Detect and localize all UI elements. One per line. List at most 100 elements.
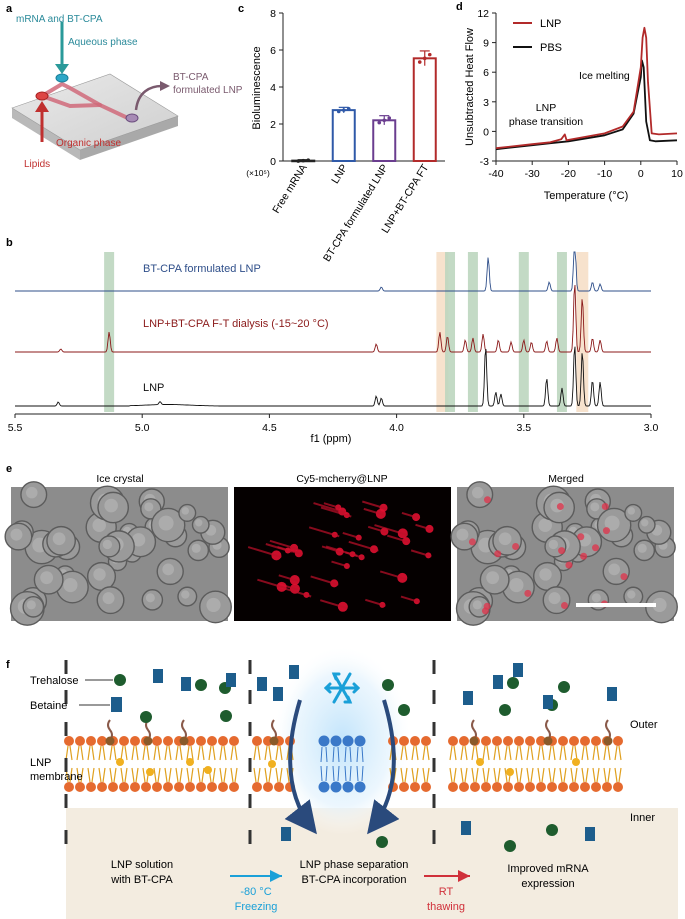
f-lipid-tail [475, 745, 479, 761]
e-cy5-signal-line [323, 502, 342, 510]
e-ice-cell-highlight [456, 528, 469, 541]
e-ice-cell-highlight [52, 532, 66, 546]
f-lipid-tail [415, 767, 419, 783]
panel-letter-c: c [238, 3, 244, 15]
f-trehalose [504, 840, 516, 852]
e-merged-red-spot [561, 601, 569, 609]
f-lipid-tail [449, 767, 453, 783]
f-lipid-tail [422, 767, 426, 783]
f-peg-lipid-head [105, 736, 115, 746]
c-y-unit: (×10⁵) [246, 168, 270, 178]
f-lipid-tail [400, 745, 404, 761]
f-separated-tail [337, 746, 340, 763]
e-merged-red-spot [620, 573, 628, 581]
f-separated-lipid-head [342, 781, 354, 793]
e-ice-cell-highlight [641, 519, 649, 527]
f-lipid-head [492, 736, 502, 746]
f-lipid-tail [426, 767, 430, 783]
f-lipid-tail [120, 767, 124, 783]
f-cholesterol [204, 766, 212, 774]
f-lipid-tail [219, 745, 223, 761]
f-lipid-head [207, 736, 217, 746]
f-lipid-tail [98, 767, 102, 783]
f-step3-line1: Improved mRNA [507, 863, 589, 875]
betaine-legend-icon [111, 697, 122, 712]
e-merged-red-spot [592, 544, 600, 552]
f-lipid-tail [142, 767, 146, 783]
f-lipid-tail [153, 767, 157, 783]
chip-side [12, 108, 80, 160]
e-merged-red-spot [468, 538, 476, 546]
snowflake-icon [323, 672, 361, 704]
e-cy5-signal-line [319, 599, 348, 610]
e-ice-cell-highlight [145, 593, 155, 603]
e-cy5-signal-line [269, 539, 299, 551]
f-betaine [493, 675, 503, 689]
f-lipid-tail [482, 767, 486, 783]
f-lipid-tail [426, 745, 430, 761]
e-ice-cell-highlight [181, 590, 190, 599]
e-ice-cell-highlight [486, 571, 500, 585]
f-betaine [153, 669, 163, 683]
f-lipid-tail [530, 745, 534, 761]
d-annot-lnp: LNP [536, 102, 556, 114]
f-inner-label: Inner [630, 812, 655, 824]
d-x-tick-label: 0 [638, 168, 644, 180]
f-lipid-tail [179, 745, 183, 761]
e-merged-red-spot [481, 607, 489, 615]
e-ice-cell-highlight [539, 568, 552, 581]
c-y-tick-label: 2 [270, 119, 276, 131]
e-title-merged: Merged [548, 473, 584, 485]
f-lipid-tail [76, 745, 80, 761]
e-ice-cell-highlight [652, 597, 667, 613]
f-lipid-head [503, 736, 513, 746]
d-x-tick-label: -20 [561, 168, 576, 180]
d-x-tick-label: 10 [671, 168, 683, 180]
f-separation-arrow-right [367, 699, 400, 835]
f-separated-lipid-head [354, 781, 366, 793]
f-lipid-head [185, 782, 195, 792]
f-freeze-glow [272, 645, 412, 835]
f-lipid-tail [80, 767, 84, 783]
f-lipid-head [536, 782, 546, 792]
f-lipid-head [86, 736, 96, 746]
f-cholesterol [146, 768, 154, 776]
f-lipid-tail [279, 767, 283, 783]
f-lipid-head [459, 782, 469, 792]
e-ice-cell-highlight [471, 486, 484, 499]
f-lipid-tail [179, 767, 183, 783]
e-cy5-signal-line [310, 575, 339, 586]
f-lipid-head [263, 782, 273, 792]
b-spectrum-trace [15, 346, 651, 407]
f-separated-tail [356, 746, 359, 763]
c-bar [372, 119, 397, 163]
f-lipid-head [218, 736, 228, 746]
f-lipid-head [591, 782, 601, 792]
e-cy5-signal-line [313, 502, 348, 515]
mrna-label: mRNA and BT-CPA [16, 14, 103, 25]
e-cy5-signal-line [367, 525, 388, 534]
f-betaine [226, 673, 236, 687]
f-separated-lipid-head [342, 735, 354, 747]
f-lipid-tail [585, 745, 589, 761]
organic-arrowhead [35, 101, 49, 112]
f-lipid-tail [504, 745, 508, 761]
f-lipid-tail [190, 745, 194, 761]
e-ice-cell-highlight [104, 498, 118, 513]
f-lipid-tail [275, 767, 279, 783]
f-lipid-tail [497, 745, 501, 761]
f-step1-line1: LNP solution [111, 859, 173, 871]
f-separated-tail [361, 765, 364, 782]
f-lipid-head [591, 736, 601, 746]
f-lipid-tail [581, 767, 585, 783]
f-lipid-tail [190, 767, 194, 783]
e-cy5-signal-line [386, 534, 410, 544]
f-lipid-head [130, 736, 140, 746]
f-separated-lipid-head [330, 781, 342, 793]
f-lipid-tail [275, 745, 279, 761]
f-lipid-head [421, 782, 431, 792]
e-cy5-signal-line [348, 540, 379, 552]
f-separated-lipid-head [318, 781, 330, 793]
d-legend-pbs: PBS [540, 42, 562, 54]
